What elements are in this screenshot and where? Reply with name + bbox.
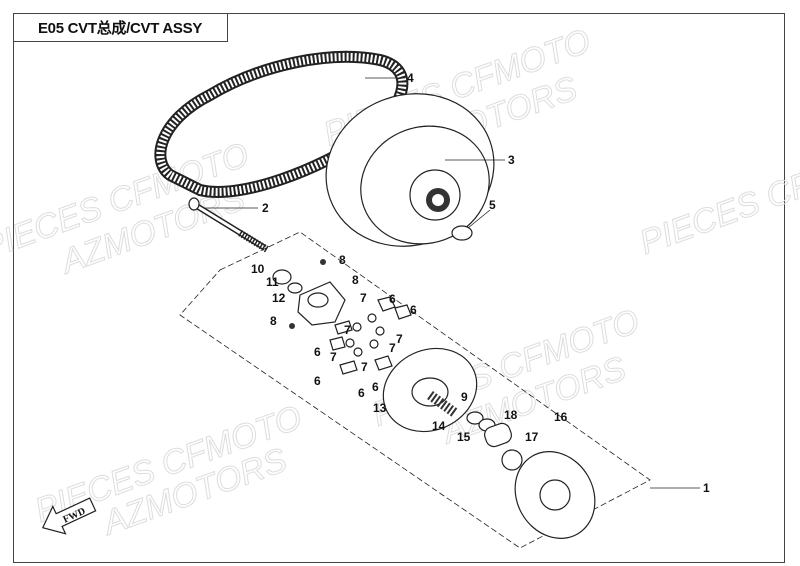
callout-16: 16 [554, 410, 568, 424]
callout-7: 7 [389, 341, 396, 355]
callout-13: 13 [373, 401, 387, 415]
watermark-text: PIECES CFMOTO [635, 130, 800, 262]
callout-17: 17 [525, 430, 539, 444]
callout-15: 15 [457, 430, 471, 444]
bolt [188, 197, 270, 253]
leader-lines [205, 77, 700, 489]
callout-14: 14 [432, 419, 446, 433]
callout-6: 6 [314, 374, 321, 388]
callout-6: 6 [314, 345, 321, 359]
o-ring [451, 225, 473, 241]
callout-10: 10 [251, 262, 265, 276]
drive-clutch-parts [272, 259, 596, 539]
callout-4: 4 [407, 71, 414, 85]
callout-8: 8 [352, 273, 359, 287]
callout-6: 6 [389, 292, 396, 306]
callout-7: 7 [344, 323, 351, 337]
callout-18: 18 [504, 408, 518, 422]
callout-1: 1 [703, 481, 710, 495]
callout-6: 6 [358, 386, 365, 400]
callout-3: 3 [508, 153, 515, 167]
callout-7: 7 [360, 291, 367, 305]
callout-11: 11 [266, 275, 279, 289]
callout-7: 7 [361, 360, 368, 374]
callout-8: 8 [339, 253, 346, 267]
callout-7: 7 [396, 332, 403, 346]
diagram-title: E05 CVT总成/CVT ASSY [13, 13, 228, 42]
drive-belt [154, 50, 409, 198]
callout-5: 5 [489, 198, 496, 212]
callout-12: 12 [272, 291, 286, 305]
callout-2: 2 [262, 201, 269, 215]
callout-8: 8 [270, 314, 277, 328]
callout-7: 7 [330, 350, 337, 364]
diagram-frame [13, 13, 785, 563]
callout-9: 9 [461, 390, 468, 404]
driven-clutch [325, 93, 495, 247]
callout-labels: 1 2 3 4 5 6 6 6 6 6 6 7 7 7 7 7 7 8 8 8 … [251, 71, 710, 495]
callout-6: 6 [372, 380, 379, 394]
callout-6: 6 [410, 303, 417, 317]
fwd-arrow-icon: FWD [41, 497, 97, 535]
